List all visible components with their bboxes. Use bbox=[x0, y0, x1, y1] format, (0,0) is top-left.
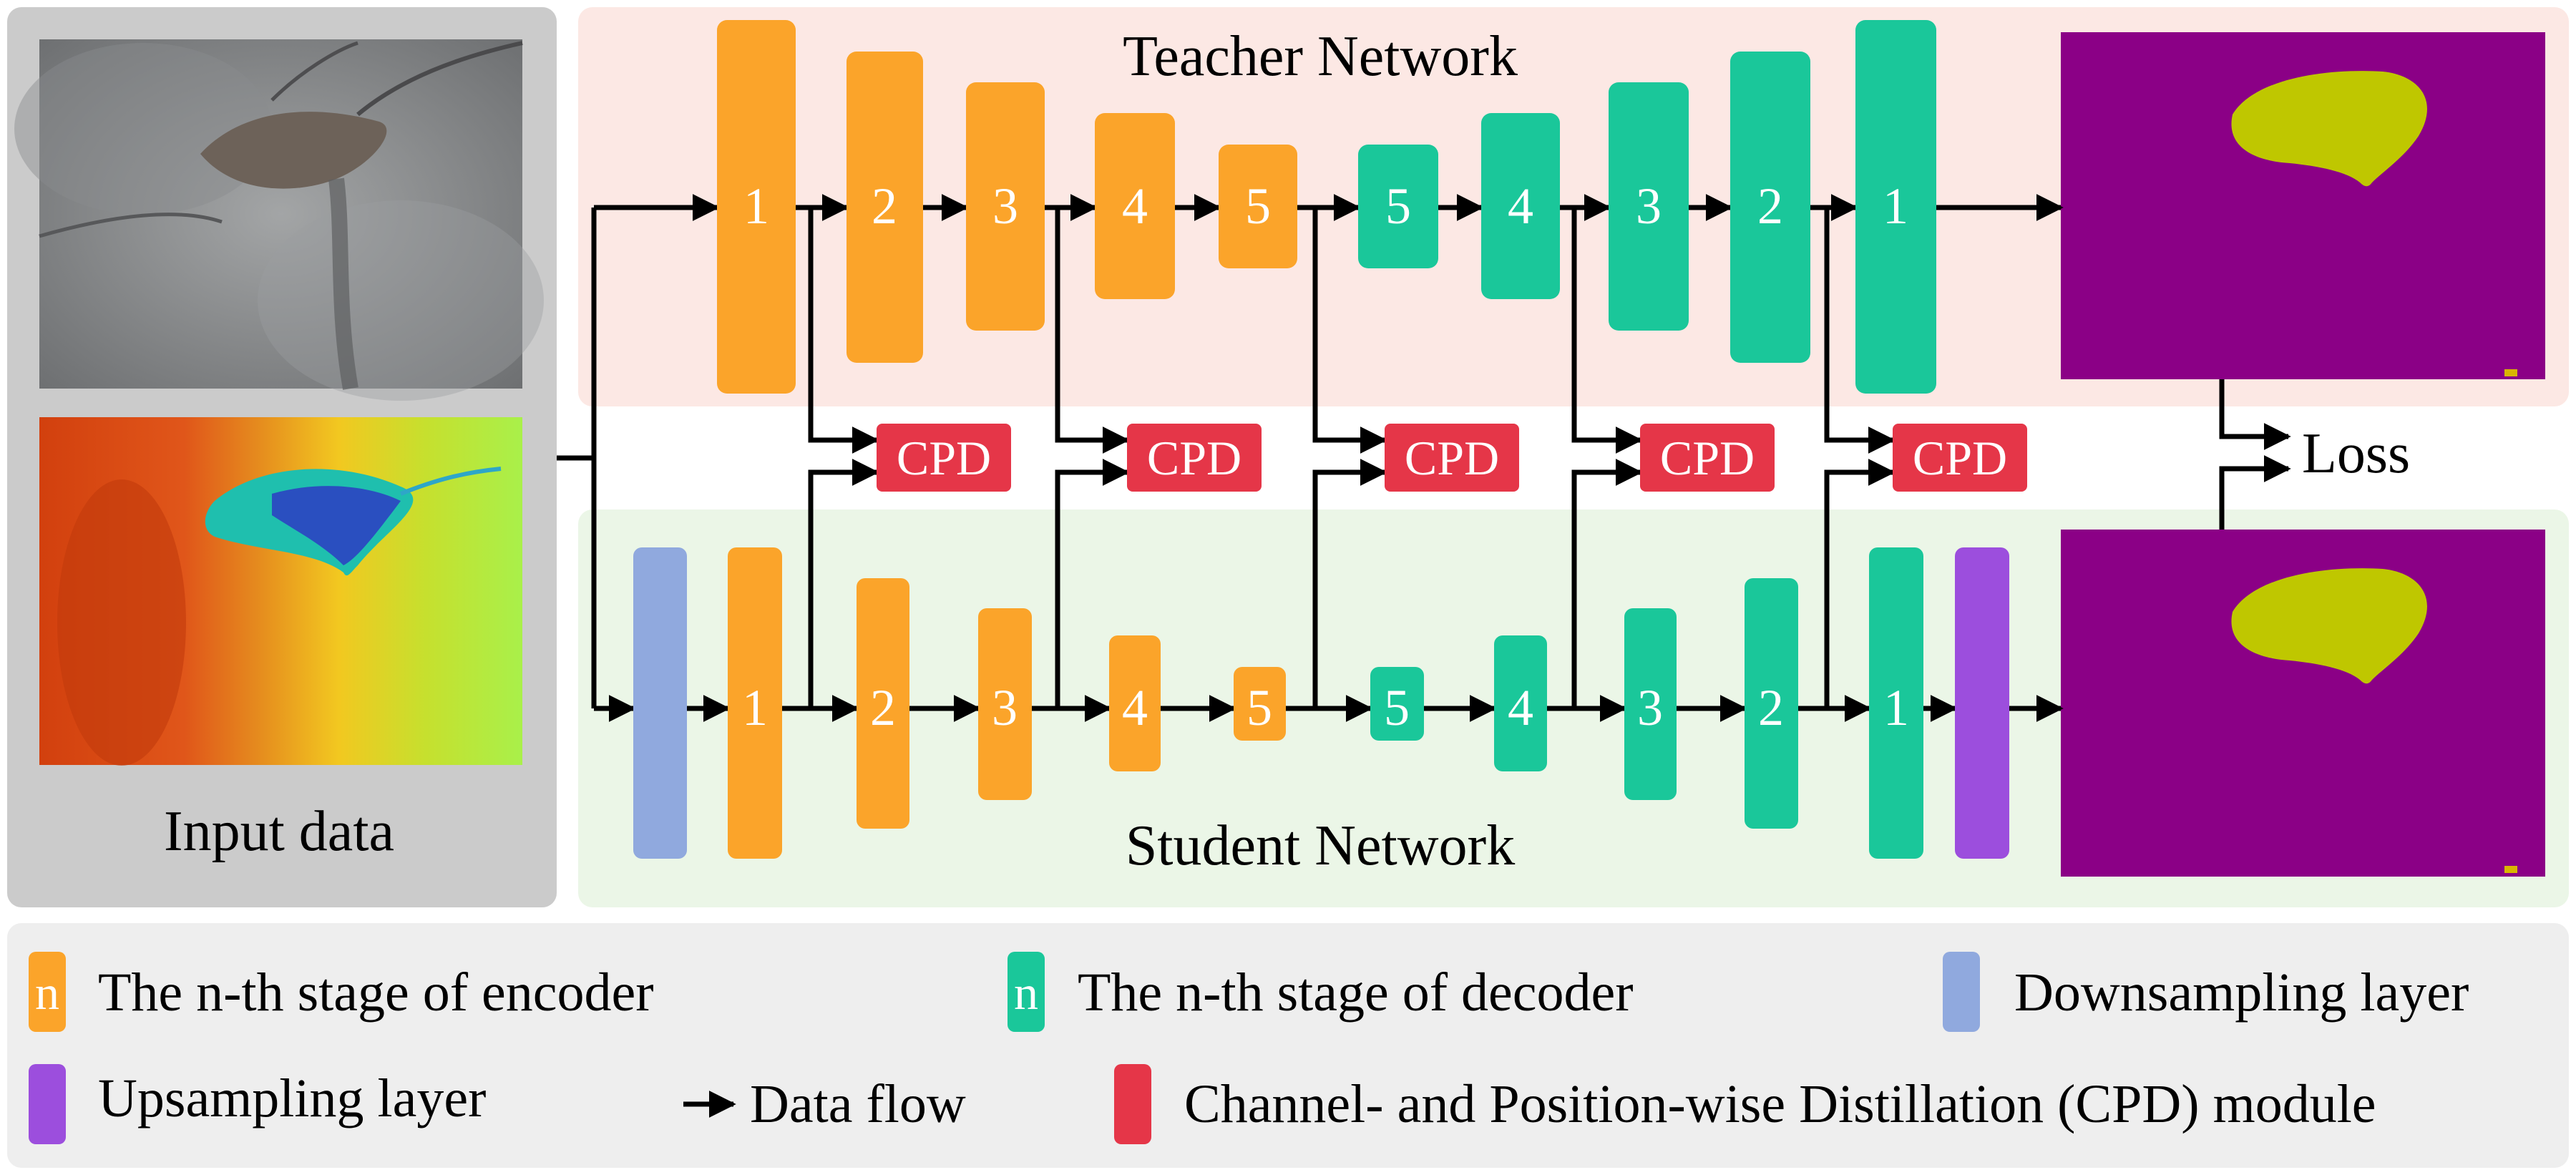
data-flow-lines bbox=[557, 194, 2291, 722]
teacher-decoder-stage-1: 1 bbox=[1855, 20, 1936, 394]
legend-downsampling: Downsampling layer bbox=[1943, 952, 2469, 1032]
student-decoder-stage-3-label: 3 bbox=[1637, 679, 1663, 736]
teacher-decoder-stage-2-label: 2 bbox=[1757, 177, 1783, 235]
teacher-encoder-stage-2: 2 bbox=[847, 52, 923, 363]
downsampling-swatch bbox=[1943, 952, 1980, 1032]
legend-downsampling-text: Downsampling layer bbox=[2014, 962, 2469, 1023]
student-encoder-stage-4: 4 bbox=[1109, 635, 1161, 771]
student-decoder-stage-2-label: 2 bbox=[1758, 679, 1784, 736]
teacher-encoder-stage-2-label: 2 bbox=[872, 177, 897, 235]
student-downsampling-layer bbox=[633, 547, 687, 859]
teacher-encoder-stage-4-label: 4 bbox=[1122, 177, 1148, 235]
teacher-decoder-stage-4: 4 bbox=[1481, 113, 1560, 299]
cpd-module-3: CPD bbox=[1385, 424, 1519, 492]
legend-upsampling-text: Upsampling layer bbox=[98, 1068, 486, 1128]
rgb-input-image bbox=[14, 39, 544, 401]
input-data-label: Input data bbox=[164, 800, 394, 863]
upsampling-swatch bbox=[29, 1064, 66, 1144]
student-upsampling-layer bbox=[1955, 547, 2009, 859]
teacher-encoder-stage-3: 3 bbox=[966, 82, 1045, 331]
student-encoder-stage-5-label: 5 bbox=[1246, 679, 1272, 736]
legend-dataflow-text: Data flow bbox=[750, 1074, 966, 1134]
cpd-module-5: CPD bbox=[1893, 424, 2027, 492]
teacher-decoder-stage-3-label: 3 bbox=[1636, 177, 1662, 235]
teacher-network-title: Teacher Network bbox=[1123, 25, 1518, 88]
teacher-encoder-stage-1-label: 1 bbox=[743, 177, 769, 235]
cpd-module-1: CPD bbox=[877, 424, 1011, 492]
student-encoder-stage-2-label: 2 bbox=[870, 679, 896, 736]
student-decoder-stage-5: 5 bbox=[1370, 667, 1424, 741]
student-decoder-stage-2: 2 bbox=[1745, 578, 1798, 829]
teacher-encoder-stage-3-label: 3 bbox=[992, 177, 1018, 235]
student-decoder-stage-1: 1 bbox=[1869, 547, 1923, 859]
student-decoder-stage-4-label: 4 bbox=[1508, 679, 1533, 736]
cpd-module-2-label: CPD bbox=[1147, 431, 1241, 485]
cpd-module-1-label: CPD bbox=[897, 431, 991, 485]
teacher-output-mask bbox=[2061, 32, 2545, 379]
legend-encoder-marker: n bbox=[35, 965, 59, 1020]
teacher-blocks: 1 2 3 4 5 5 4 3 bbox=[717, 20, 1936, 394]
legend-decoder-text: The n-th stage of decoder bbox=[1078, 962, 1634, 1023]
cpd-module-3-label: CPD bbox=[1405, 431, 1499, 485]
legend-encoder: n The n-th stage of encoder bbox=[29, 952, 654, 1032]
cpd-module-5-label: CPD bbox=[1913, 431, 2007, 485]
student-encoder-stage-5: 5 bbox=[1234, 667, 1286, 741]
legend-cpd-text: Channel- and Position-wise Distillation … bbox=[1184, 1074, 2376, 1134]
student-decoder-stage-3: 3 bbox=[1624, 608, 1677, 800]
teacher-encoder-stage-5-label: 5 bbox=[1245, 177, 1271, 235]
legend-encoder-text: The n-th stage of encoder bbox=[98, 962, 654, 1023]
student-encoder-stage-2: 2 bbox=[857, 578, 909, 829]
student-encoder-stage-3: 3 bbox=[978, 608, 1032, 800]
student-network-title: Student Network bbox=[1126, 814, 1515, 877]
cpd-module-4: CPD bbox=[1640, 424, 1775, 492]
cpd-modules: CPD CPD CPD CPD CPD bbox=[877, 424, 2027, 492]
teacher-decoder-stage-4-label: 4 bbox=[1508, 177, 1533, 235]
legend-cpd: Channel- and Position-wise Distillation … bbox=[1114, 1064, 2376, 1144]
student-output-mask bbox=[2061, 530, 2545, 877]
student-encoder-stage-1: 1 bbox=[728, 547, 782, 859]
legend-decoder-marker: n bbox=[1014, 965, 1038, 1020]
cpd-module-2: CPD bbox=[1127, 424, 1262, 492]
student-decoder-stage-1-label: 1 bbox=[1883, 679, 1909, 736]
student-encoder-stage-3-label: 3 bbox=[992, 679, 1018, 736]
legend: n The n-th stage of encoder n The n-th s… bbox=[29, 952, 2469, 1144]
legend-decoder: n The n-th stage of decoder bbox=[1008, 952, 1634, 1032]
student-decoder-stage-4: 4 bbox=[1494, 635, 1547, 771]
legend-upsampling: Upsampling layer bbox=[29, 1064, 486, 1144]
student-decoder-stage-5-label: 5 bbox=[1384, 679, 1410, 736]
teacher-encoder-stage-5: 5 bbox=[1219, 145, 1297, 268]
student-encoder-stage-1-label: 1 bbox=[742, 679, 768, 736]
student-blocks: 1 2 3 4 5 5 4 3 bbox=[633, 547, 2009, 859]
teacher-decoder-stage-2: 2 bbox=[1730, 52, 1810, 363]
legend-dataflow: Data flow bbox=[683, 1074, 966, 1134]
cpd-module-4-label: CPD bbox=[1660, 431, 1755, 485]
teacher-decoder-stage-1-label: 1 bbox=[1883, 177, 1908, 235]
teacher-encoder-stage-1: 1 bbox=[717, 20, 796, 394]
thermal-input-image bbox=[39, 417, 522, 766]
legend-panel bbox=[7, 923, 2569, 1168]
student-encoder-stage-4-label: 4 bbox=[1122, 679, 1148, 736]
teacher-decoder-stage-5: 5 bbox=[1358, 145, 1438, 268]
teacher-decoder-stage-3: 3 bbox=[1609, 82, 1689, 331]
cpd-swatch bbox=[1114, 1064, 1151, 1144]
loss-label: Loss bbox=[2302, 422, 2410, 485]
teacher-decoder-stage-5-label: 5 bbox=[1385, 177, 1411, 235]
teacher-encoder-stage-4: 4 bbox=[1095, 113, 1175, 299]
